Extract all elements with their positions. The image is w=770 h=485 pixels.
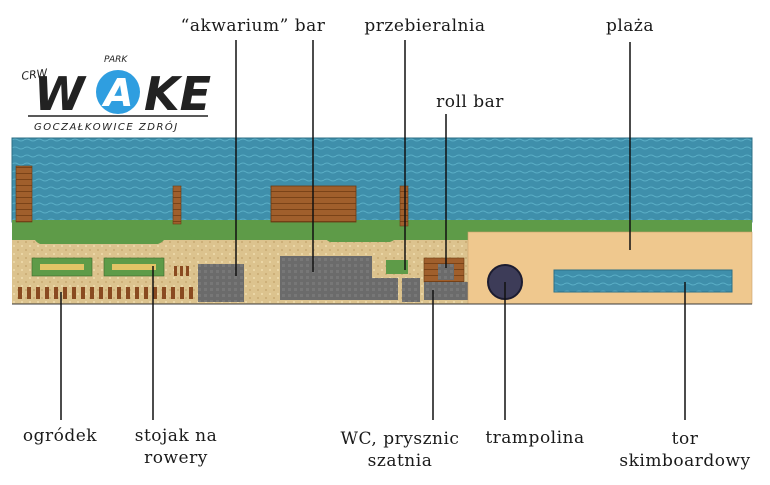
skimboard-track	[553, 269, 733, 293]
label-tor-line2: skimboardowy	[619, 451, 751, 471]
shower-building	[424, 282, 468, 300]
label-akwarium-bar: “akwarium” bar	[180, 16, 326, 36]
roll-bar-building	[438, 264, 454, 280]
leader-lines	[60, 40, 686, 420]
changing-room-grass	[386, 260, 408, 274]
logo-crew-text: CRW	[21, 66, 50, 83]
label-przebieralnia: przebieralnia	[364, 16, 486, 36]
grass-patch	[32, 222, 167, 244]
label-stojak: stojak na rowery	[116, 425, 236, 469]
label-wc-line2: szatnia	[367, 451, 433, 471]
wake-park-logo: CRW PARK W A KE GOCZAŁKOWICE ZDRÓJ	[21, 55, 211, 133]
label-trampolina: trampolina	[485, 428, 585, 448]
garden-bench-inner	[40, 264, 84, 270]
logo-park-text: PARK	[104, 55, 128, 65]
label-stojak-line1: stojak na	[134, 426, 218, 446]
logo-letter-w: W	[34, 67, 87, 121]
pier-right	[399, 185, 409, 227]
logo-letter-a: A	[101, 71, 133, 115]
wc-building	[402, 278, 420, 302]
logo-letters-ke: KE	[144, 67, 211, 121]
grass-patch	[187, 222, 302, 240]
label-ogrodek: ogródek	[22, 426, 98, 446]
akwarium-bar-building	[198, 264, 244, 302]
label-tor-line1: tor	[671, 429, 699, 449]
label-stojak-line2: rowery	[144, 448, 208, 468]
label-wc-line1: WC, prysznic	[340, 429, 460, 449]
bike-rack-inner	[112, 264, 156, 270]
pier-left	[15, 165, 33, 223]
garden-fence	[18, 266, 193, 299]
logo-subtitle: GOCZAŁKOWICE ZDRÓJ	[34, 120, 179, 133]
logo-circle	[96, 70, 140, 114]
label-plaza: plaża	[605, 16, 655, 36]
label-roll-bar: roll bar	[436, 92, 504, 112]
grass-patch	[321, 222, 399, 242]
lake-water	[11, 137, 753, 223]
label-tor: tor skimboardowy	[610, 428, 760, 472]
label-wc: WC, prysznic szatnia	[330, 428, 470, 472]
main-bar-building	[280, 256, 372, 300]
pier-middle	[172, 185, 182, 225]
main-bar-annex	[372, 278, 398, 300]
